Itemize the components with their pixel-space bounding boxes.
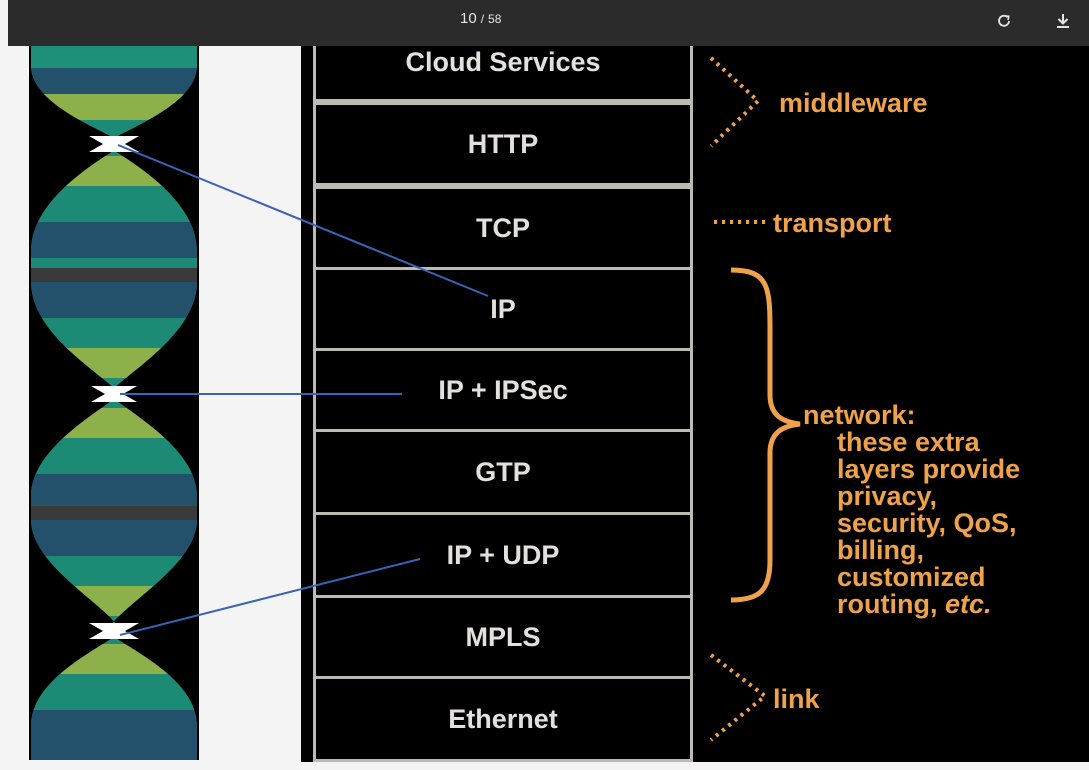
total-pages: 58 bbox=[488, 12, 502, 26]
link-annotation: link bbox=[773, 684, 820, 714]
layer-label: GTP bbox=[475, 456, 531, 487]
layer-label: IP bbox=[490, 293, 516, 324]
transport-annotation: transport bbox=[773, 208, 892, 238]
layer-ip: IP bbox=[313, 267, 693, 351]
layer-mpls: MPLS bbox=[313, 595, 693, 679]
layer-ip-ipsec: IP + IPSec bbox=[313, 348, 693, 432]
layer-label: TCP bbox=[476, 212, 530, 243]
network-line: these extra bbox=[837, 427, 980, 457]
layer-label: MPLS bbox=[465, 621, 541, 652]
download-button[interactable] bbox=[1051, 9, 1075, 33]
layer-ethernet: Ethernet bbox=[313, 676, 693, 762]
rotate-icon bbox=[998, 14, 1010, 27]
network-line: routing, etc. bbox=[803, 591, 1020, 618]
layer-http: HTTP bbox=[313, 102, 693, 186]
page-counter: 10 / 58 bbox=[460, 10, 501, 30]
dna-illustration bbox=[29, 46, 199, 760]
layer-label: IP + UDP bbox=[446, 539, 560, 570]
network-annotation: network: these extra layers provide priv… bbox=[803, 402, 1020, 618]
layer-gtp: GTP bbox=[313, 429, 693, 515]
middleware-annotation: middleware bbox=[779, 88, 928, 118]
current-page[interactable]: 10 bbox=[460, 10, 477, 27]
layer-ip-udp: IP + UDP bbox=[313, 512, 693, 598]
protocol-stack-panel: Cloud Services HTTP TCP IP IP + IPSec GT… bbox=[301, 46, 1089, 762]
network-line: layers provide bbox=[837, 454, 1021, 484]
viewer-toolbar: 10 / 58 bbox=[8, 0, 1089, 46]
network-title: network: bbox=[803, 400, 916, 430]
page-separator: / bbox=[480, 12, 485, 26]
layer-label: HTTP bbox=[467, 128, 539, 159]
network-line: privacy, bbox=[837, 481, 938, 511]
network-last-italic: etc. bbox=[944, 589, 992, 619]
layer-cloud-services: Cloud Services bbox=[313, 46, 693, 102]
layer-label: Cloud Services bbox=[405, 47, 601, 77]
layer-label: Ethernet bbox=[448, 703, 558, 734]
network-last-text: routing, bbox=[837, 589, 945, 619]
rotate-button[interactable] bbox=[992, 9, 1016, 33]
network-line: security, QoS, bbox=[837, 508, 1017, 538]
protocol-helix-image bbox=[31, 46, 197, 760]
download-icon bbox=[1057, 14, 1069, 28]
layer-label: IP + IPSec bbox=[438, 374, 568, 405]
network-line: customized bbox=[837, 562, 986, 592]
network-line: billing, bbox=[837, 535, 924, 565]
layer-tcp: TCP bbox=[313, 186, 693, 270]
